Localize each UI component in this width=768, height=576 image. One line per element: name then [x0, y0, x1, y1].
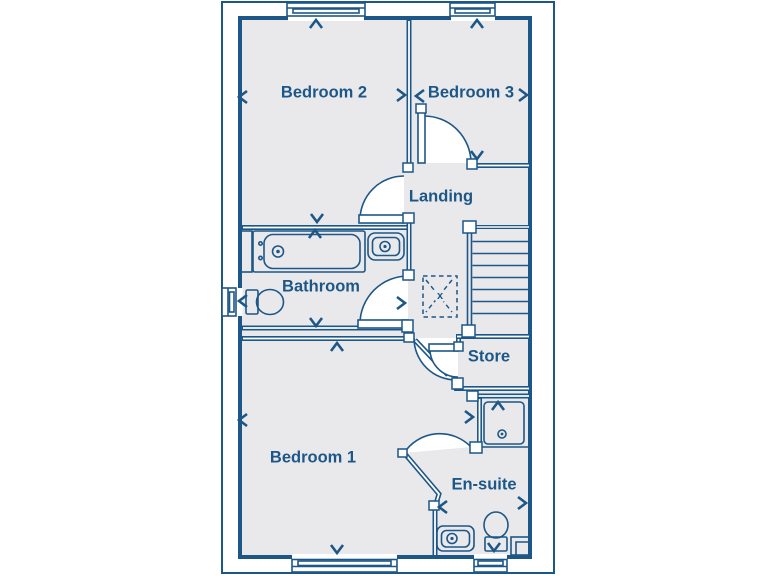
room-label-bedroom-2: Bedroom 2	[280, 83, 368, 102]
bath-icon	[240, 230, 366, 273]
window-icon	[221, 2, 508, 573]
ensuite-washbasin-icon	[436, 525, 475, 552]
staircase-icon	[466, 228, 528, 330]
wall-end-caps	[397, 103, 483, 511]
door-swing-icon	[357, 109, 472, 454]
room-label-store: Store	[467, 347, 511, 366]
shower-icon	[483, 401, 525, 445]
room-label-bedroom-3: Bedroom 3	[427, 83, 515, 102]
room-label-bathroom: Bathroom	[282, 277, 360, 296]
room-label-bedroom-1: Bedroom 1	[269, 448, 357, 467]
interior-walls	[242, 20, 530, 556]
bathroom-washbasin-icon	[367, 232, 405, 261]
corner-duct-box	[510, 536, 530, 556]
loft-hatch-mark: x	[436, 290, 444, 302]
bathroom-toilet-icon	[245, 288, 285, 316]
room-label-en-suite: En-suite	[451, 475, 517, 494]
room-label-landing: Landing	[408, 187, 474, 206]
ensuite-toilet-icon	[483, 511, 509, 552]
loft-hatch-icon	[422, 275, 458, 318]
dimension-arrows	[236, 17, 530, 556]
